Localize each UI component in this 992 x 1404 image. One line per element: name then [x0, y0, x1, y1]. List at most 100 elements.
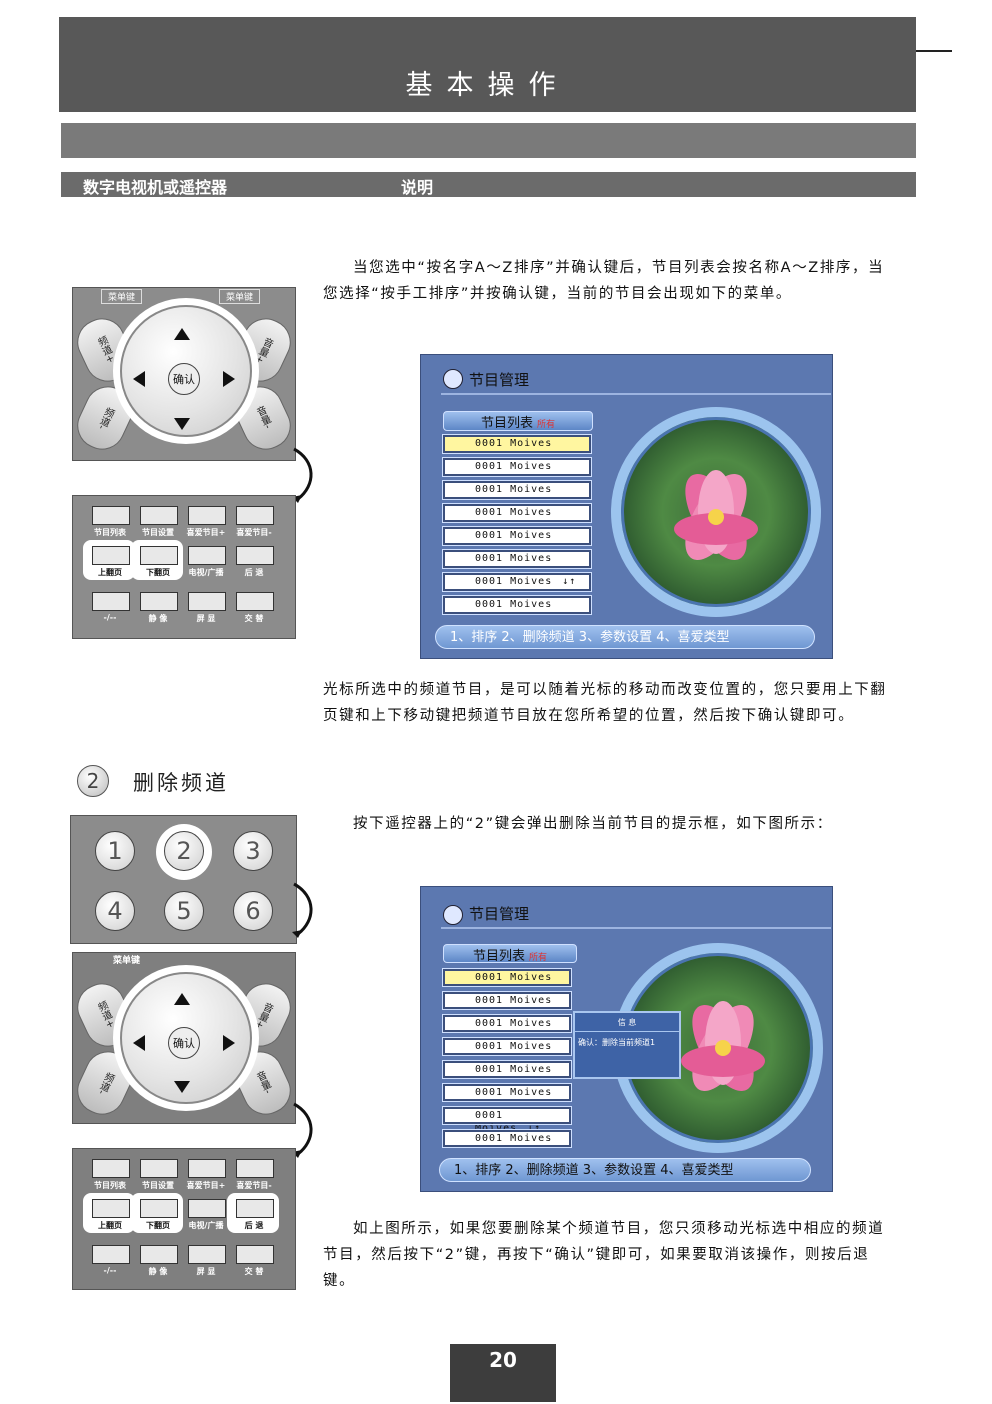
channel-row[interactable]: 0001 Moives	[442, 434, 592, 454]
remote-key-button[interactable]	[140, 592, 178, 611]
remote-key-label: -/--	[103, 613, 117, 622]
remote-key-button[interactable]	[92, 506, 130, 525]
remote-key-button[interactable]	[236, 546, 274, 565]
remote-key-label: -/--	[103, 1266, 117, 1275]
lotus-image-frame	[611, 407, 821, 617]
channel-row[interactable]: 0001 Moives	[442, 503, 592, 523]
menu-key-label: 菜单键	[219, 289, 261, 304]
number-2-button[interactable]: 2	[164, 831, 204, 871]
remote-key-button[interactable]	[188, 1245, 226, 1264]
header-rule	[916, 50, 952, 52]
cursor-move-paragraph: 光标所选中的频道节目，是可以随着光标的移动而改变位置的，您只要用上下翻页键和上下…	[323, 682, 887, 724]
move-arrows-icon: ↓↑	[562, 576, 577, 587]
remote-key-label: 下翻页	[146, 568, 170, 577]
program-manage-icon	[443, 369, 463, 389]
remote-key-label: 后 退	[244, 1221, 264, 1230]
remote-key-button[interactable]	[140, 546, 178, 565]
remote-keys-panel-1: 节目列表节目设置喜爱节目+喜爱节目-上翻页下翻页电视/广播后 退-/--静 像屏…	[72, 495, 296, 639]
remote-key-button[interactable]	[188, 592, 226, 611]
intro-paragraph: 当您选中“按名字A～Z排序”并确认键后，节目列表会按名称A～Z排序，当您选择“按…	[323, 260, 885, 302]
channel-row-label: 0001 Moives	[475, 972, 553, 983]
remote-key-button[interactable]	[236, 1199, 274, 1218]
remote-key-button[interactable]	[188, 1199, 226, 1218]
channel-row[interactable]: 0001 Moives↓↑	[442, 572, 592, 592]
channel-row[interactable]: 0001 Moives	[442, 1037, 572, 1056]
channel-row[interactable]: 0001 Moives	[442, 1014, 572, 1033]
remote-key-button[interactable]	[236, 592, 274, 611]
arrow-up-icon[interactable]	[174, 993, 190, 1005]
number-1-button[interactable]: 1	[95, 831, 135, 871]
program-manage-icon	[443, 905, 463, 925]
channel-row[interactable]: 0001 Moives	[442, 1129, 572, 1148]
volume-down-label: 音量-	[253, 404, 273, 432]
tv-title: 节目管理	[469, 905, 530, 923]
remote-key-button[interactable]	[188, 546, 226, 565]
arrow-left-icon[interactable]	[133, 1035, 145, 1051]
remote-key-label: 节目列表	[94, 528, 126, 537]
tv-title: 节目管理	[469, 371, 530, 389]
arrow-right-icon[interactable]	[223, 1035, 235, 1051]
channel-row[interactable]: 0001 Moives	[442, 480, 592, 500]
arrow-down-icon[interactable]	[174, 1081, 190, 1093]
remote-key-label: 屏 显	[196, 614, 216, 623]
remote-key-button[interactable]	[92, 1199, 130, 1218]
arrow-left-icon[interactable]	[133, 371, 145, 387]
menu-key-label: 菜单键	[101, 289, 143, 304]
remote-key-button[interactable]	[140, 1245, 178, 1264]
remote-key-button[interactable]	[140, 506, 178, 525]
ok-button[interactable]: 确认	[168, 363, 200, 395]
section-number-badge: 2	[77, 765, 109, 797]
remote-key-label: 节目列表	[94, 1181, 126, 1190]
section-title: 删除频道	[133, 771, 229, 795]
remote-key-button[interactable]	[236, 1245, 274, 1264]
number-5-button[interactable]: 5	[164, 891, 204, 931]
remote-key-button[interactable]	[92, 592, 130, 611]
list-tag: 所有	[529, 953, 548, 963]
channel-row[interactable]: 0001 Moives↓↑	[442, 1106, 572, 1134]
delete-explanation-paragraph: 如上图所示，如果您要删除某个频道节目，您只须移动光标选中相应的频道节目，然后按下…	[323, 1221, 885, 1289]
channel-row[interactable]: 0001 Moives	[442, 549, 592, 569]
delete-confirm-dialog[interactable]: 信 息 确认：删除当前频道1	[573, 1011, 681, 1079]
remote-key-label: 喜爱节目-	[236, 1181, 272, 1190]
channel-row-label: 0001 Moives	[475, 995, 553, 1006]
channel-row[interactable]: 0001 Moives	[442, 991, 572, 1010]
channel-row[interactable]: 0001 Moives	[442, 968, 572, 987]
grey-band	[61, 123, 916, 158]
remote-key-label: 下翻页	[146, 1221, 170, 1230]
remote-key-button[interactable]	[236, 1159, 274, 1178]
column-left-label: 数字电视机或遥控器	[83, 178, 228, 197]
channel-down-label: 频道-	[95, 1069, 115, 1097]
remote-key-label: 上翻页	[98, 1221, 122, 1230]
channel-row[interactable]: 0001 Moives	[442, 457, 592, 477]
remote-key-button[interactable]	[92, 1159, 130, 1178]
remote-key-button[interactable]	[140, 1159, 178, 1178]
remote-key-button[interactable]	[140, 1199, 178, 1218]
remote-key-button[interactable]	[188, 1159, 226, 1178]
number-6-button[interactable]: 6	[233, 891, 273, 931]
channel-row[interactable]: 0001 Moives	[442, 595, 592, 615]
channel-row-label: 0001 Moives	[475, 530, 553, 541]
remote-key-button[interactable]	[236, 506, 274, 525]
channel-row[interactable]: 0001 Moives	[442, 1060, 572, 1079]
channel-row-label: 0001 Moives	[475, 438, 553, 449]
number-3-button[interactable]: 3	[233, 831, 273, 871]
channel-row[interactable]: 0001 Moives	[442, 1083, 572, 1102]
channel-row-label: 0001 Moives	[475, 1018, 553, 1029]
chapter-header: 基本操作	[59, 17, 916, 112]
list-title: 节目列表	[480, 416, 533, 431]
remote-key-label: 屏 显	[196, 1267, 216, 1276]
remote-key-button[interactable]	[92, 546, 130, 565]
channel-row[interactable]: 0001 Moives	[442, 526, 592, 546]
arrow-up-icon[interactable]	[174, 328, 190, 340]
tv-title-rule	[441, 393, 831, 395]
chapter-title: 基本操作	[405, 70, 570, 101]
arrow-right-icon[interactable]	[223, 371, 235, 387]
number-4-button[interactable]: 4	[95, 891, 135, 931]
remote-key-button[interactable]	[92, 1245, 130, 1264]
arrow-down-icon[interactable]	[174, 418, 190, 430]
remote-key-label: 静 像	[148, 1267, 168, 1276]
channel-row-label: 0001 Moives	[475, 484, 553, 495]
remote-key-button[interactable]	[188, 506, 226, 525]
ok-button[interactable]: 确认	[168, 1027, 200, 1059]
